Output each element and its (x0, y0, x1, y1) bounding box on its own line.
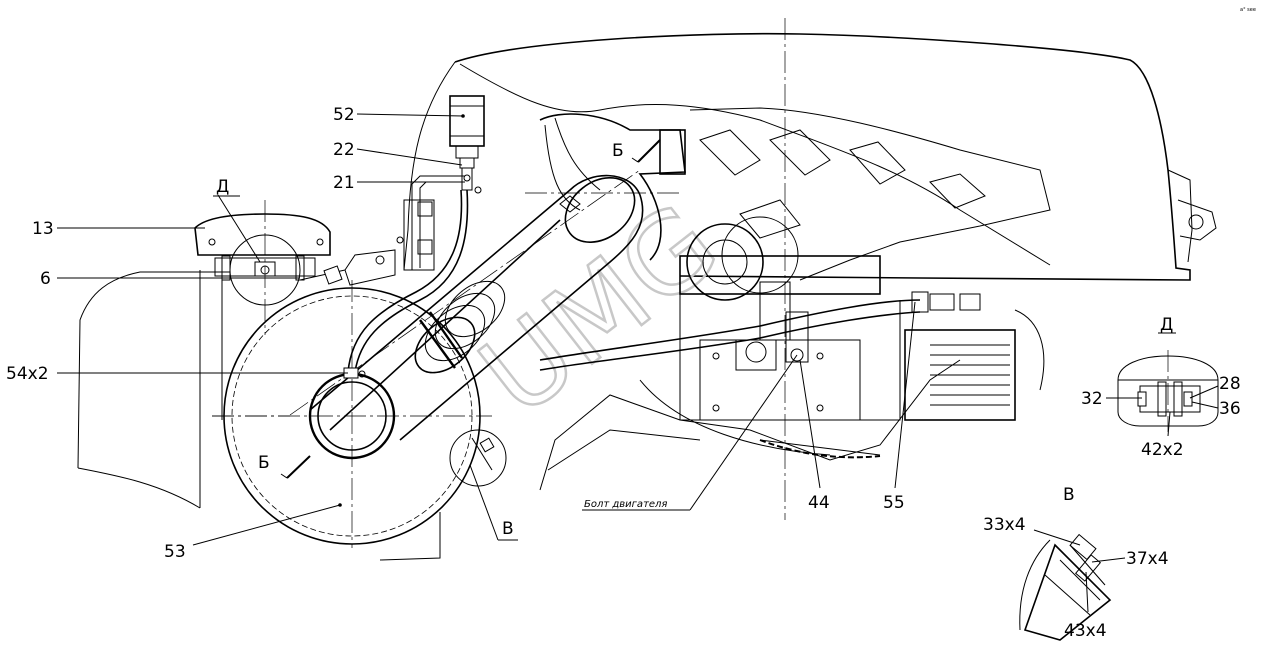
intake-elbow (539, 113, 686, 261)
callout-52: 52 (333, 105, 355, 125)
engine-block (639, 18, 901, 520)
body-panel-outline (403, 32, 1217, 281)
callout-22: 22 (333, 140, 355, 160)
intake-duct (289, 169, 680, 441)
detail-d-view (1117, 350, 1219, 432)
leader-lines (57, 113, 1219, 613)
corner-mark: a° see (1240, 7, 1256, 13)
callout-53: 53 (164, 542, 186, 562)
exhaust-shroud (539, 359, 961, 491)
detail-v-view (1019, 533, 1112, 641)
filter-bracket (194, 200, 346, 335)
callout-42x2: 42x2 (1141, 440, 1184, 460)
callout-13: 13 (32, 219, 54, 239)
callout-21: 21 (333, 173, 355, 193)
engine-bolt-note: Болт двигателя (584, 499, 667, 510)
cylinder-head (904, 309, 1045, 421)
section-b-markers (280, 139, 661, 479)
callout-37x4: 37x4 (1126, 549, 1169, 569)
view-label-d-top: Д (216, 177, 229, 197)
engine-mount-bracket (344, 199, 435, 286)
view-label-v-detail: В (1063, 485, 1075, 505)
flywheel-ring (759, 439, 881, 459)
svg-text:UMG: UMG (457, 179, 741, 440)
callout-54x2: 54x2 (6, 364, 49, 384)
callout-43x4: 43x4 (1064, 621, 1107, 641)
breather-assembly (347, 95, 485, 373)
view-label-d-detail: Д (1160, 315, 1173, 335)
callout-55: 55 (883, 493, 905, 513)
view-label-b-top: Б (612, 141, 624, 161)
watermark: UMG (456, 178, 743, 442)
view-label-v-main: В (502, 519, 514, 539)
slotted-bracket (689, 107, 1051, 281)
callout-28: 28 (1219, 374, 1241, 394)
callout-44: 44 (808, 493, 830, 513)
callout-6: 6 (40, 269, 51, 289)
callout-32: 32 (1081, 389, 1103, 409)
callout-36: 36 (1219, 399, 1241, 419)
callout-33x4: 33x4 (983, 515, 1026, 535)
clamp-bolt-v (471, 437, 493, 471)
left-mount-panel (77, 270, 441, 561)
view-label-b-bottom: Б (258, 453, 270, 473)
fuel-lines (539, 291, 981, 371)
